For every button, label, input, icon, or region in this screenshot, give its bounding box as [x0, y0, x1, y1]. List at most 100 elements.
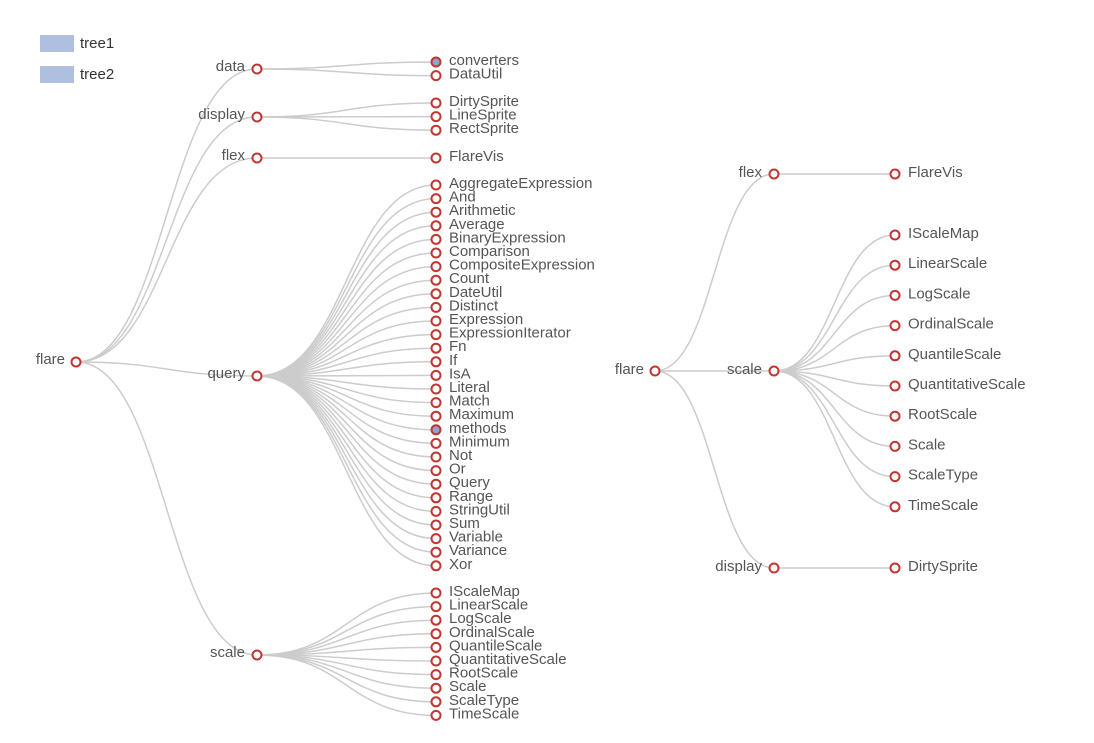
node-scale[interactable]	[889, 440, 901, 452]
node-logscale[interactable]	[430, 614, 442, 626]
node-marker[interactable]	[430, 424, 442, 436]
node-marker[interactable]	[768, 168, 780, 180]
node-match[interactable]	[430, 397, 442, 409]
node-marker[interactable]	[430, 601, 442, 613]
node-marker[interactable]	[430, 587, 442, 599]
node-marker[interactable]	[430, 288, 442, 300]
node-marker[interactable]	[251, 63, 263, 75]
node-marker[interactable]	[430, 669, 442, 681]
node-marker[interactable]	[430, 369, 442, 381]
node-marker[interactable]	[889, 380, 901, 392]
node-marker[interactable]	[430, 356, 442, 368]
node-scale[interactable]	[430, 682, 442, 694]
node-maximum[interactable]	[430, 410, 442, 422]
node-timescale[interactable]	[889, 501, 901, 513]
node-marker[interactable]	[430, 709, 442, 721]
node-marker[interactable]	[430, 56, 442, 68]
node-quantilescale[interactable]	[889, 350, 901, 362]
node-quantitativescale[interactable]	[889, 380, 901, 392]
node-linearscale[interactable]	[430, 601, 442, 613]
node-marker[interactable]	[889, 289, 901, 301]
node-iscalemap[interactable]	[430, 587, 442, 599]
node-quantitativescale[interactable]	[430, 655, 442, 667]
node-scaletype[interactable]	[430, 696, 442, 708]
node-marker[interactable]	[430, 124, 442, 136]
node-marker[interactable]	[430, 505, 442, 517]
node-if[interactable]	[430, 356, 442, 368]
node-marker[interactable]	[430, 383, 442, 395]
node-marker[interactable]	[430, 492, 442, 504]
node-xor[interactable]	[430, 560, 442, 572]
node-dateutil[interactable]	[430, 288, 442, 300]
node-marker[interactable]	[430, 206, 442, 218]
node-marker[interactable]	[430, 696, 442, 708]
node-marker[interactable]	[889, 168, 901, 180]
node-marker[interactable]	[430, 560, 442, 572]
node-binaryexpression[interactable]	[430, 233, 442, 245]
node-dirtysprite[interactable]	[430, 97, 442, 109]
node-marker[interactable]	[430, 152, 442, 164]
node-linearscale[interactable]	[889, 259, 901, 271]
node-marker[interactable]	[430, 315, 442, 327]
node-marker[interactable]	[889, 440, 901, 452]
node-ordinalscale[interactable]	[430, 628, 442, 640]
node-marker[interactable]	[430, 478, 442, 490]
node-marker[interactable]	[889, 471, 901, 483]
node-rectsprite[interactable]	[430, 124, 442, 136]
node-expression[interactable]	[430, 315, 442, 327]
node-and[interactable]	[430, 193, 442, 205]
node-marker[interactable]	[430, 179, 442, 191]
node-aggregateexpression[interactable]	[430, 179, 442, 191]
node-compositeexpression[interactable]	[430, 261, 442, 273]
node-marker[interactable]	[430, 628, 442, 640]
node-quantilescale[interactable]	[430, 641, 442, 653]
node-marker[interactable]	[430, 465, 442, 477]
node-marker[interactable]	[430, 519, 442, 531]
node-count[interactable]	[430, 274, 442, 286]
node-methods[interactable]	[430, 424, 442, 436]
node-marker[interactable]	[889, 501, 901, 513]
node-scaletype[interactable]	[889, 471, 901, 483]
node-scale[interactable]	[768, 365, 780, 377]
node-marker[interactable]	[430, 397, 442, 409]
node-isa[interactable]	[430, 369, 442, 381]
node-flarevis[interactable]	[430, 152, 442, 164]
node-data[interactable]	[251, 63, 263, 75]
node-marker[interactable]	[430, 451, 442, 463]
node-dirtysprite[interactable]	[889, 562, 901, 574]
node-datautil[interactable]	[430, 70, 442, 82]
legend-swatch-tree1[interactable]	[40, 35, 74, 52]
node-expressioniterator[interactable]	[430, 329, 442, 341]
node-stringutil[interactable]	[430, 505, 442, 517]
node-iscalemap[interactable]	[889, 229, 901, 241]
node-marker[interactable]	[430, 233, 442, 245]
node-marker[interactable]	[251, 152, 263, 164]
node-variable[interactable]	[430, 533, 442, 545]
node-marker[interactable]	[889, 410, 901, 422]
node-ordinalscale[interactable]	[889, 320, 901, 332]
node-marker[interactable]	[889, 350, 901, 362]
node-marker[interactable]	[889, 562, 901, 574]
node-flare[interactable]	[70, 356, 82, 368]
node-marker[interactable]	[430, 655, 442, 667]
node-marker[interactable]	[251, 649, 263, 661]
node-marker[interactable]	[430, 97, 442, 109]
node-marker[interactable]	[430, 682, 442, 694]
node-query[interactable]	[251, 370, 263, 382]
node-query[interactable]	[430, 478, 442, 490]
node-marker[interactable]	[70, 356, 82, 368]
node-arithmetic[interactable]	[430, 206, 442, 218]
node-not[interactable]	[430, 451, 442, 463]
node-range[interactable]	[430, 492, 442, 504]
node-marker[interactable]	[430, 220, 442, 232]
node-flex[interactable]	[768, 168, 780, 180]
node-rootscale[interactable]	[889, 410, 901, 422]
node-marker[interactable]	[251, 370, 263, 382]
node-marker[interactable]	[430, 614, 442, 626]
legend-swatch-tree2[interactable]	[40, 66, 74, 83]
node-marker[interactable]	[430, 301, 442, 313]
node-comparison[interactable]	[430, 247, 442, 259]
node-flex[interactable]	[251, 152, 263, 164]
node-marker[interactable]	[768, 562, 780, 574]
node-display[interactable]	[768, 562, 780, 574]
